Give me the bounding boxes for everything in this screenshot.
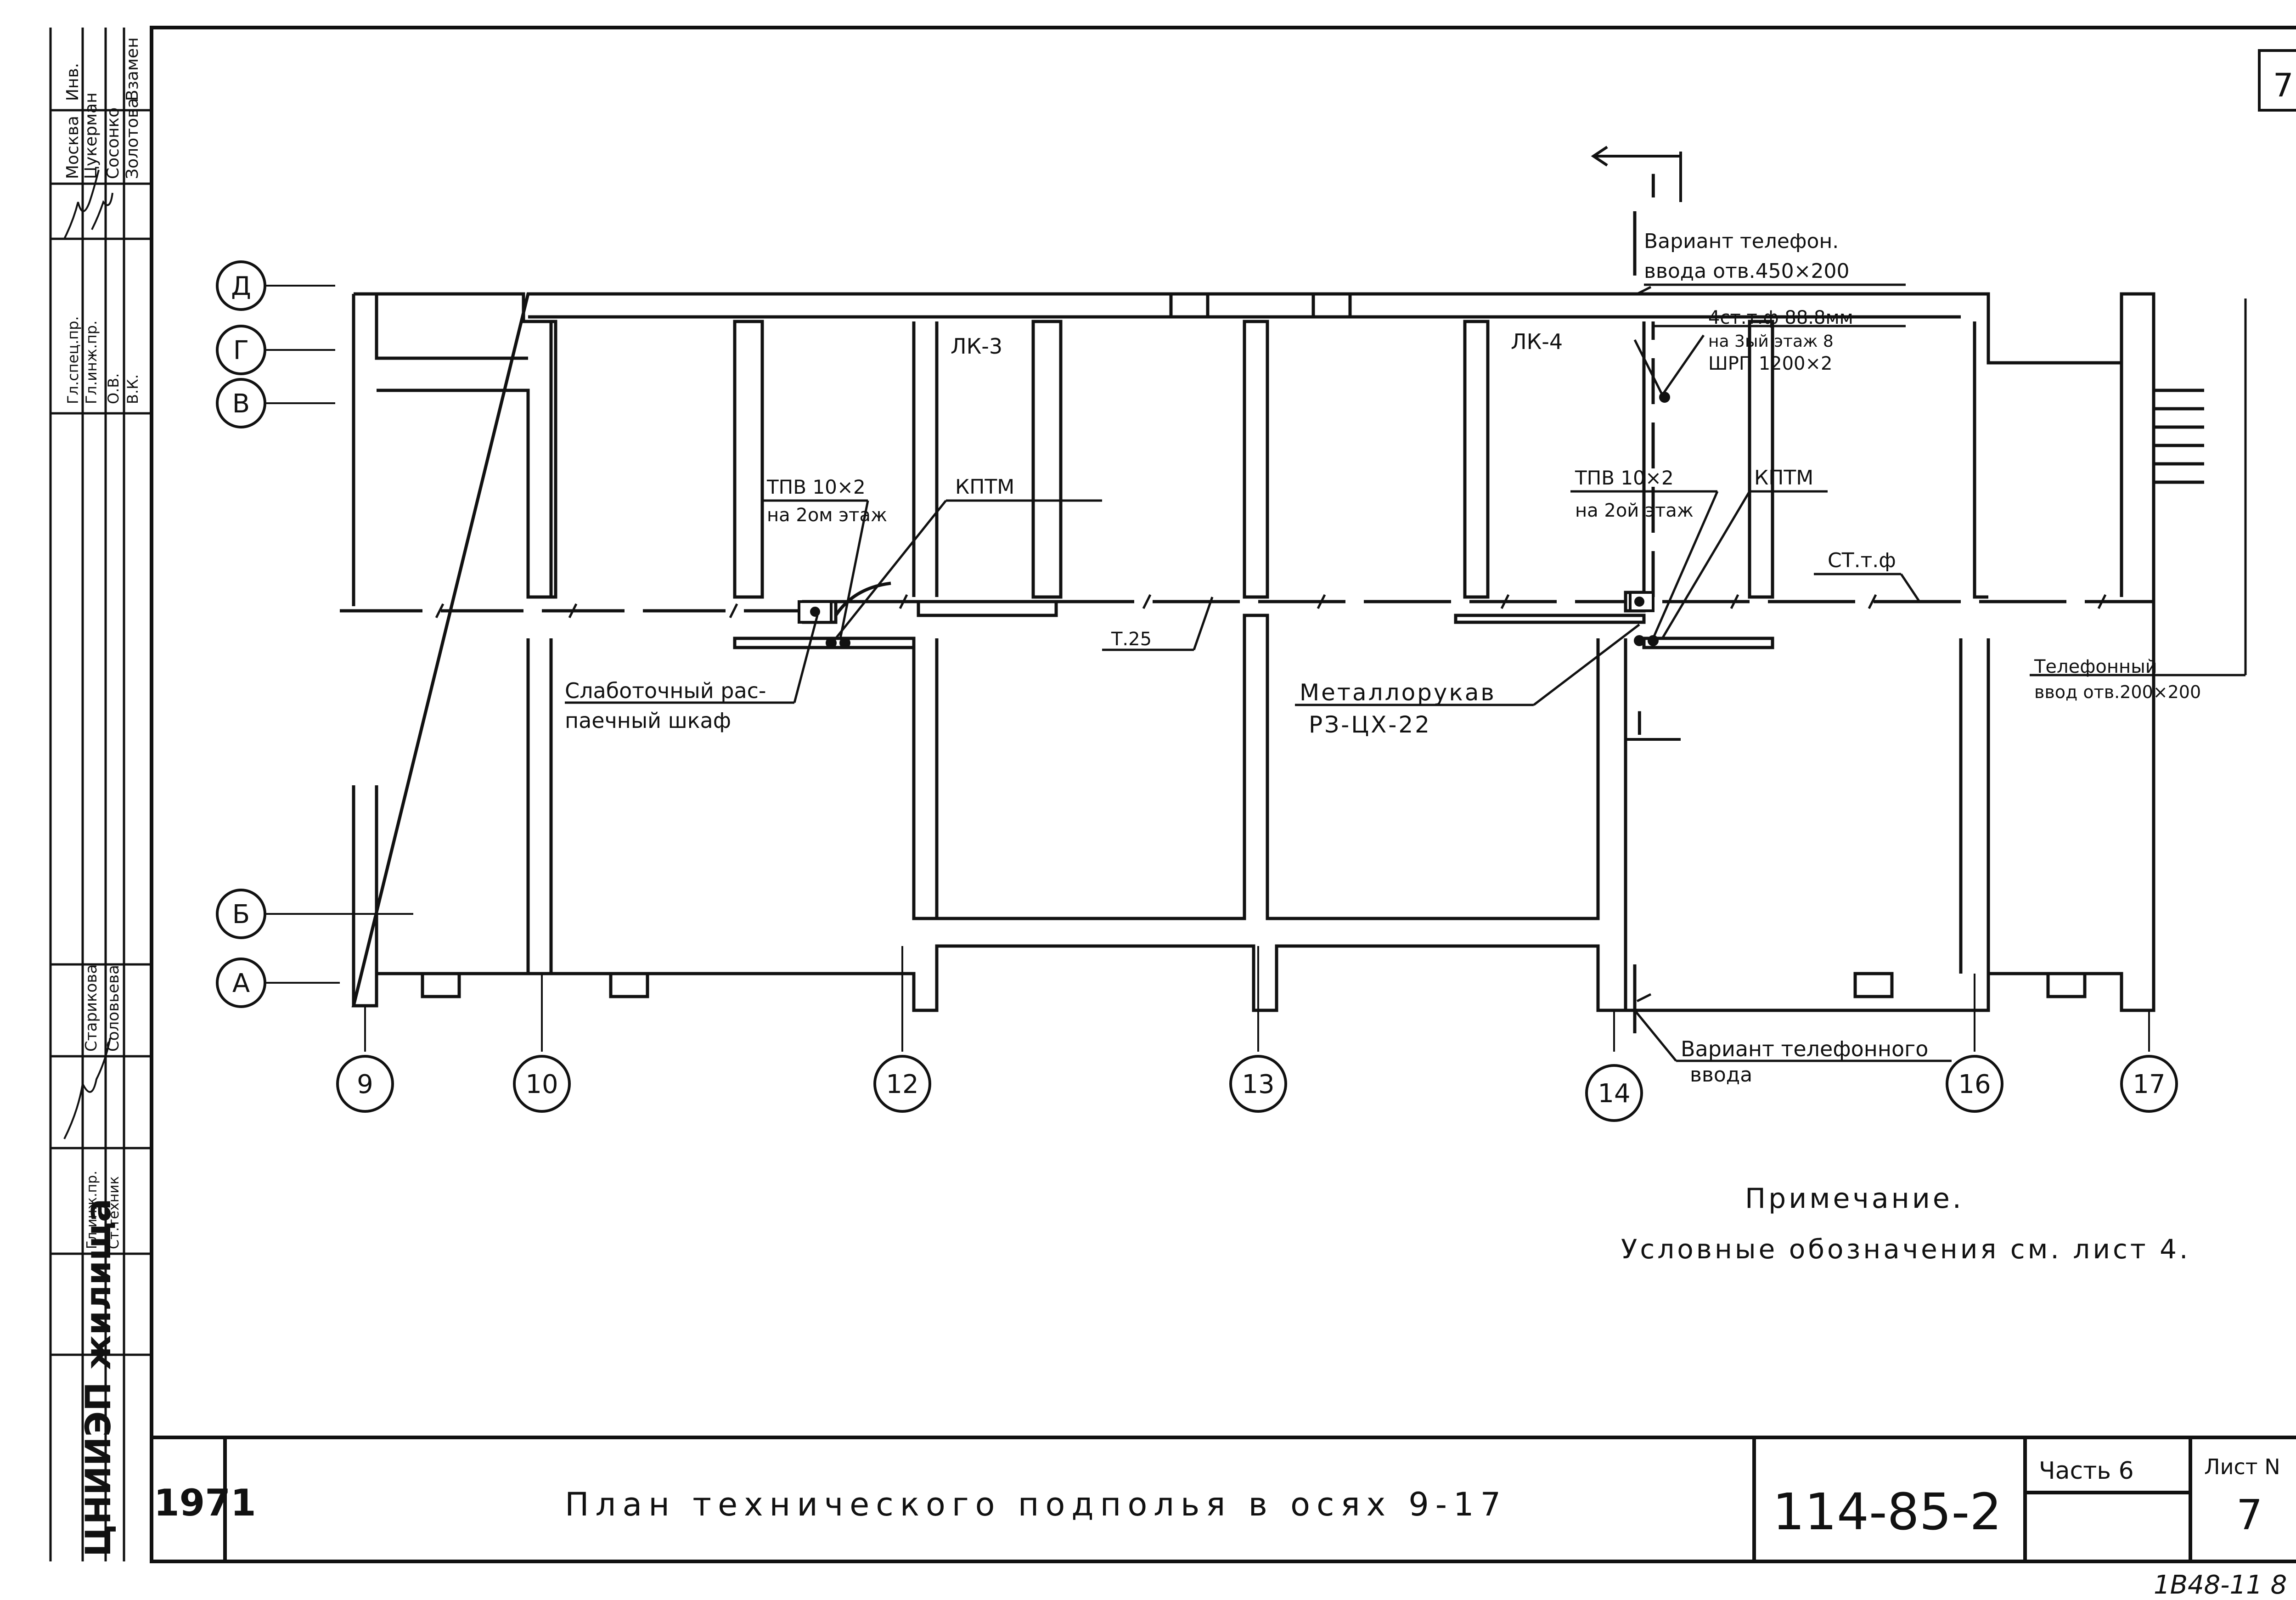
label-cabinet-2: паечный шкаф	[565, 708, 731, 733]
section-mark-top: I	[1649, 168, 1658, 205]
axis-labels: Д Г В Б А 9 10 12 13 14 16 17	[231, 271, 2166, 1109]
title-block	[152, 1436, 2296, 1561]
building-walls	[351, 292, 2204, 1012]
side-col-a-2: Цукерман	[82, 92, 101, 179]
label-metal-2: РЗ-ЦХ-22	[1309, 711, 1431, 738]
axis-G: Г	[233, 336, 249, 366]
label-variant-bottom-2: ввода	[1690, 1063, 1752, 1087]
side-role-mid-1: Гл.инж.пр.	[84, 1171, 100, 1249]
label-stt: СТ.т.ф	[1828, 549, 1896, 572]
axis-B: Б	[232, 900, 250, 930]
axis-10: 10	[525, 1070, 558, 1099]
section-cut	[1591, 146, 1682, 744]
label-stpf-2: на 3ый этаж 8	[1708, 332, 1834, 351]
side-info-text: Москва Цукерман Сосонко Золотова Инв. Вз…	[63, 37, 142, 1557]
side-info-block	[49, 28, 152, 1561]
label-kptm-left: КПТМ	[955, 475, 1014, 499]
title-sheet-label: Лист N	[2204, 1454, 2280, 1479]
corner-sheet-box	[2258, 49, 2296, 112]
label-lk3: ЛК-3	[951, 334, 1002, 359]
axis-16: 16	[1958, 1070, 1991, 1099]
section-mark-bottom: I	[1635, 705, 1644, 743]
label-variant-bottom-1: Вариант телефонного	[1681, 1037, 1928, 1061]
label-tpv-left-1: ТПВ 10×2	[766, 476, 866, 498]
label-variant-phone-1: Вариант телефон.	[1644, 230, 1839, 253]
leader-lines	[565, 283, 2247, 1062]
side-name-2: Соловьева	[104, 965, 123, 1052]
label-variant-phone-2: ввода отв.450×200	[1644, 259, 1849, 283]
note-text: Условные обозначения см. лист 4.	[1621, 1234, 2190, 1265]
title-code: 114-85-2	[1773, 1482, 2002, 1541]
side-col-a-3: Сосонко	[104, 107, 123, 179]
label-tpv-left-2: на 2ом этаж	[767, 505, 887, 526]
label-kptm-right: КПТМ	[1754, 466, 1813, 490]
label-lk4: ЛК-4	[1511, 329, 1563, 354]
axis-17: 17	[2133, 1070, 2165, 1099]
devices	[798, 392, 1670, 648]
axis-markers	[216, 260, 2178, 1122]
axis-9: 9	[357, 1070, 373, 1099]
side-role-2: Гл.инж.пр.	[83, 321, 100, 404]
side-role-1: Гл.спец.пр.	[64, 316, 82, 404]
title-sheet-no: 7	[2236, 1491, 2262, 1539]
axis-14: 14	[1598, 1079, 1630, 1109]
cable-ticks	[435, 286, 2107, 1003]
label-cabinet-1: Слаботочный рас-	[565, 678, 766, 703]
title-text: План технического подполья в осях 9-17	[565, 1486, 1507, 1523]
archive-stamp: 1В48-11 8	[2154, 1570, 2287, 1600]
label-phone-in-1: Телефонный	[2034, 656, 2157, 677]
axis-lines	[266, 285, 2150, 1052]
side-col-b-4: Взамен	[123, 37, 142, 101]
axis-A: А	[232, 969, 250, 998]
plan-labels: ЛК-3 ЛК-4 Вариант телефон. ввода отв.450…	[565, 230, 2201, 1087]
side-col-b-1: Инв.	[63, 63, 82, 101]
label-stpf-1: 4ст.т.ф 88.8мм	[1708, 307, 1853, 328]
title-part: Часть 6	[2039, 1457, 2134, 1485]
side-name-1: Старикова	[82, 964, 101, 1052]
signatures	[63, 169, 113, 1139]
axis-12: 12	[886, 1070, 918, 1099]
cable-route	[340, 211, 2154, 1033]
corner-sheet-number: 7	[2273, 67, 2294, 104]
side-col-a-4: Золотова	[123, 98, 142, 179]
title-year: 1971	[154, 1482, 256, 1524]
note-title: Примечание.	[1745, 1183, 1964, 1215]
label-tpv-right-1: ТПВ 10×2	[1575, 467, 1674, 489]
label-t25: Т.25	[1111, 629, 1152, 650]
label-tpv-right-2: на 2ой этаж	[1575, 500, 1694, 521]
axis-13: 13	[1242, 1070, 1274, 1099]
side-role-mid-2: Ст.техник	[106, 1176, 122, 1249]
label-phone-in-2: ввод отв.200×200	[2034, 682, 2201, 702]
label-stpf-3: ШРП 1200×2	[1708, 353, 1832, 374]
side-role-4: В.К.	[124, 374, 141, 404]
side-role-3: О.В.	[105, 373, 122, 404]
side-org: ЦНИИЭП жилища	[78, 1199, 118, 1557]
axis-D: Д	[231, 271, 251, 301]
sheet-frame	[150, 26, 2296, 1563]
side-col-a-1: Москва	[63, 116, 82, 179]
axis-V: В	[232, 389, 250, 419]
label-metal-1: Металлорукав	[1300, 679, 1496, 706]
